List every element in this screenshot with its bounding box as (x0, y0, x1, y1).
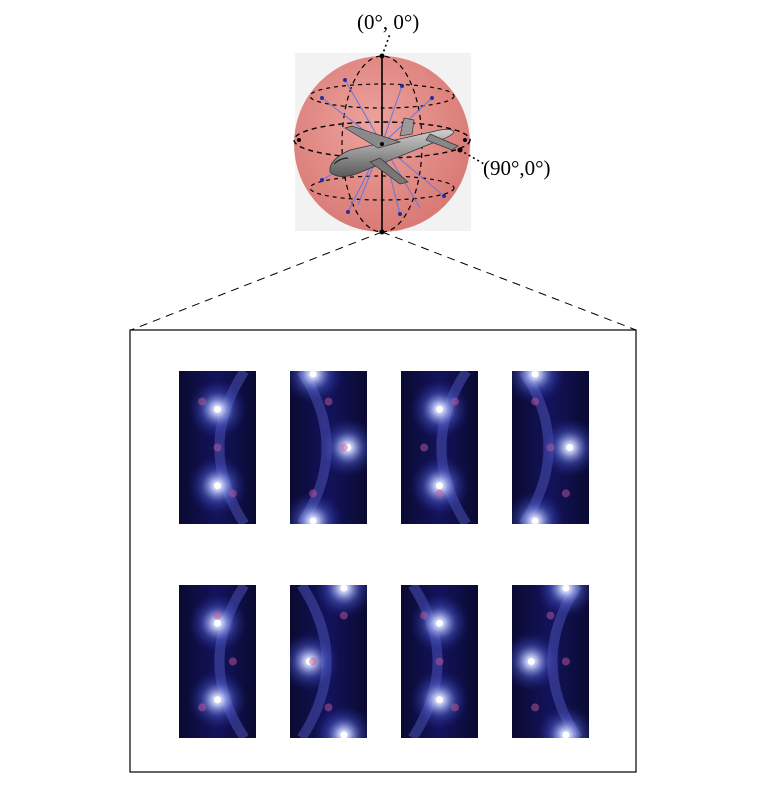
panel-glow (535, 704, 589, 738)
panel-mark (198, 397, 207, 406)
panel-glow (290, 371, 344, 405)
view-panel (179, 585, 256, 738)
panel-mark (309, 657, 318, 666)
panel-mark (198, 703, 207, 712)
image-panels (179, 371, 589, 738)
panel-glow (313, 704, 367, 738)
panel-mark (561, 657, 570, 666)
panel-glow (539, 417, 589, 478)
panel-highlight (566, 444, 574, 451)
panel-mark (213, 611, 222, 620)
view-panel (290, 371, 367, 524)
left-projection-line (130, 231, 383, 331)
top-leader-line (381, 33, 391, 57)
right-point (463, 138, 467, 142)
equator-point-label: (90°,0°) (483, 156, 551, 180)
airplane-icon (329, 117, 459, 185)
panel-glow (535, 585, 589, 619)
panel-mark (309, 489, 318, 498)
panel-mark (420, 443, 429, 452)
panel-mark (561, 489, 570, 498)
panel-mark (339, 611, 348, 620)
view-panel (401, 371, 478, 524)
panel-glow (512, 490, 566, 524)
panel-highlight (436, 405, 443, 413)
panel-mark (450, 703, 459, 712)
view-panel (179, 371, 256, 524)
view-panel (401, 585, 478, 738)
panel-highlight (309, 517, 317, 524)
panel-highlight (436, 619, 443, 627)
panel-highlight (214, 482, 221, 490)
panel-mark (228, 657, 237, 666)
panel-glow (313, 585, 367, 619)
panel-highlight (531, 517, 539, 524)
panel-glow (290, 490, 344, 524)
upper-latitude (309, 83, 455, 109)
panel-mark (435, 657, 444, 666)
panel-glow (512, 371, 566, 405)
view-panel (512, 585, 589, 738)
panel-highlight (562, 585, 570, 592)
panel-mark (435, 489, 444, 498)
lower-latitude (309, 175, 455, 201)
view-points (320, 78, 446, 216)
panel-mark (324, 703, 333, 712)
panel-highlight (340, 731, 348, 738)
panel-highlight (340, 585, 348, 592)
view-panel (290, 585, 367, 738)
panel-mark (546, 611, 555, 620)
panel-highlight (527, 658, 535, 665)
panel-mark (339, 443, 348, 452)
panel-highlight (214, 405, 221, 413)
panel-mark (324, 397, 333, 406)
panel-mark (228, 489, 237, 498)
left-point (297, 138, 301, 142)
panel-glow (512, 631, 562, 692)
right-projection-line (381, 231, 637, 331)
viewing-sphere (293, 53, 471, 235)
panel-highlight (562, 731, 570, 738)
panel-highlight (309, 371, 317, 378)
panel-highlight (214, 696, 221, 704)
panel-mark (531, 703, 540, 712)
center-point (380, 142, 384, 146)
panel-highlight (436, 696, 443, 704)
panel-mark (546, 443, 555, 452)
panel-mark (213, 443, 222, 452)
panel-highlight (531, 371, 539, 378)
view-panel (512, 371, 589, 524)
panel-highlight (436, 482, 443, 490)
panel-mark (531, 397, 540, 406)
panel-mark (420, 611, 429, 620)
panel-highlight (214, 619, 221, 627)
north-pole-label: (0°, 0°) (357, 10, 420, 34)
panel-mark (450, 397, 459, 406)
